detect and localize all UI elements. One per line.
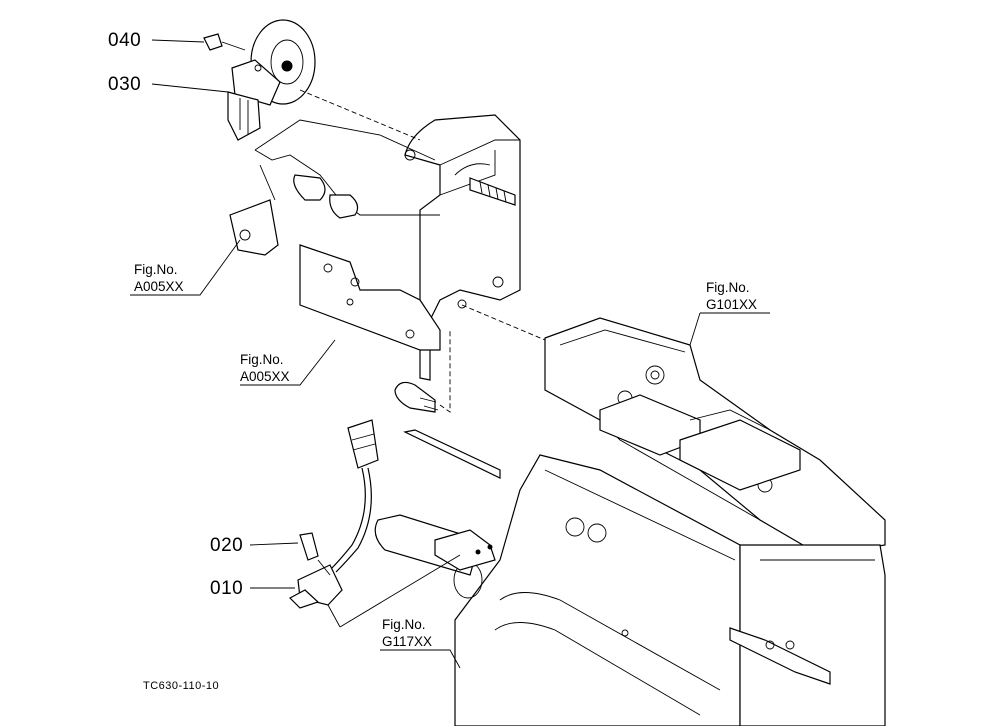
fig-ref-a005-upper: Fig.No. A005XX [134,261,184,295]
fig-ref-label: Fig.No. [382,617,426,632]
sensor-assembly [227,19,421,141]
fig-ref-g101: Fig.No. G101XX [706,279,757,313]
fig-ref-code: A005XX [134,279,184,294]
fig-ref-code: G101XX [706,297,758,312]
fig-ref-a005-lower: Fig.No. A005XX [240,351,290,385]
leader-lines [130,39,770,669]
main-frame [374,317,886,726]
fig-ref-g117: Fig.No. G117XX [382,616,432,650]
pedal-bracket [299,114,546,413]
fig-ref-label: Fig.No. [240,352,284,367]
part-number-040: 040 [108,30,142,51]
screw-040 [203,33,246,51]
part-number-030: 030 [108,74,142,95]
part-number-010: 010 [210,578,244,599]
small-bracket [229,119,440,256]
fig-ref-label: Fig.No. [134,262,178,277]
drawing-code: TC630-110-10 [143,680,220,692]
fig-ref-code: A005XX [240,369,290,384]
fig-ref-code: G117XX [382,634,433,649]
switch-harness [289,419,379,609]
part-number-020: 020 [210,535,244,556]
fig-ref-label: Fig.No. [706,280,750,295]
